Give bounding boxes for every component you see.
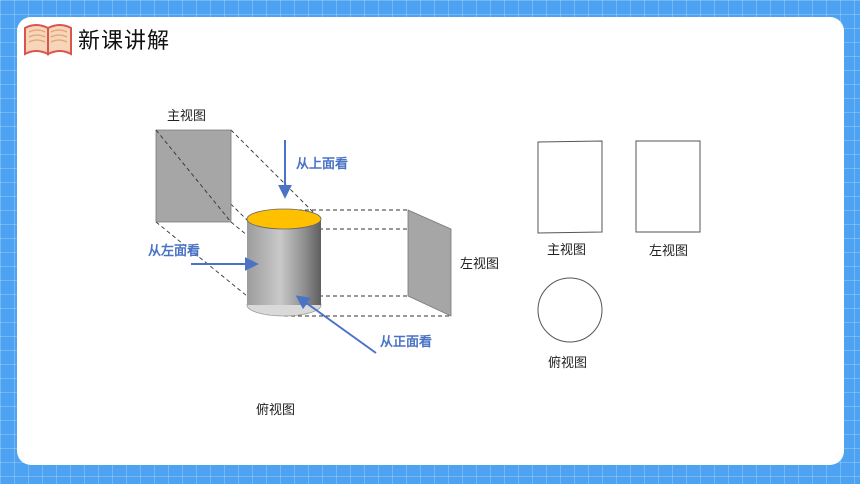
- arrow-from-front: [295, 295, 377, 354]
- result-label-top-view: 俯视图: [548, 355, 587, 371]
- label-from-top: 从上面看: [296, 156, 348, 172]
- result-top-view-circle: [537, 277, 603, 343]
- cylinder-top: [246, 208, 322, 230]
- open-book-icon: [24, 24, 72, 56]
- result-label-left-view: 左视图: [649, 244, 688, 259]
- result-label-front-view: 主视图: [547, 243, 586, 258]
- cylinder: [246, 208, 322, 317]
- label-front-view: 主视图: [167, 109, 206, 124]
- result-front-view-rect: [537, 140, 603, 234]
- left-view-panel: [407, 209, 452, 317]
- label-left-view: 左视图: [460, 257, 499, 272]
- label-from-left: 从左面看: [148, 243, 200, 259]
- section-title: 新课讲解: [78, 29, 171, 54]
- result-left-view-rect: [635, 140, 701, 233]
- label-top-view: 俯视图: [256, 402, 295, 418]
- section-header: 新课讲解: [22, 22, 170, 56]
- label-from-front: 从正面看: [380, 334, 432, 350]
